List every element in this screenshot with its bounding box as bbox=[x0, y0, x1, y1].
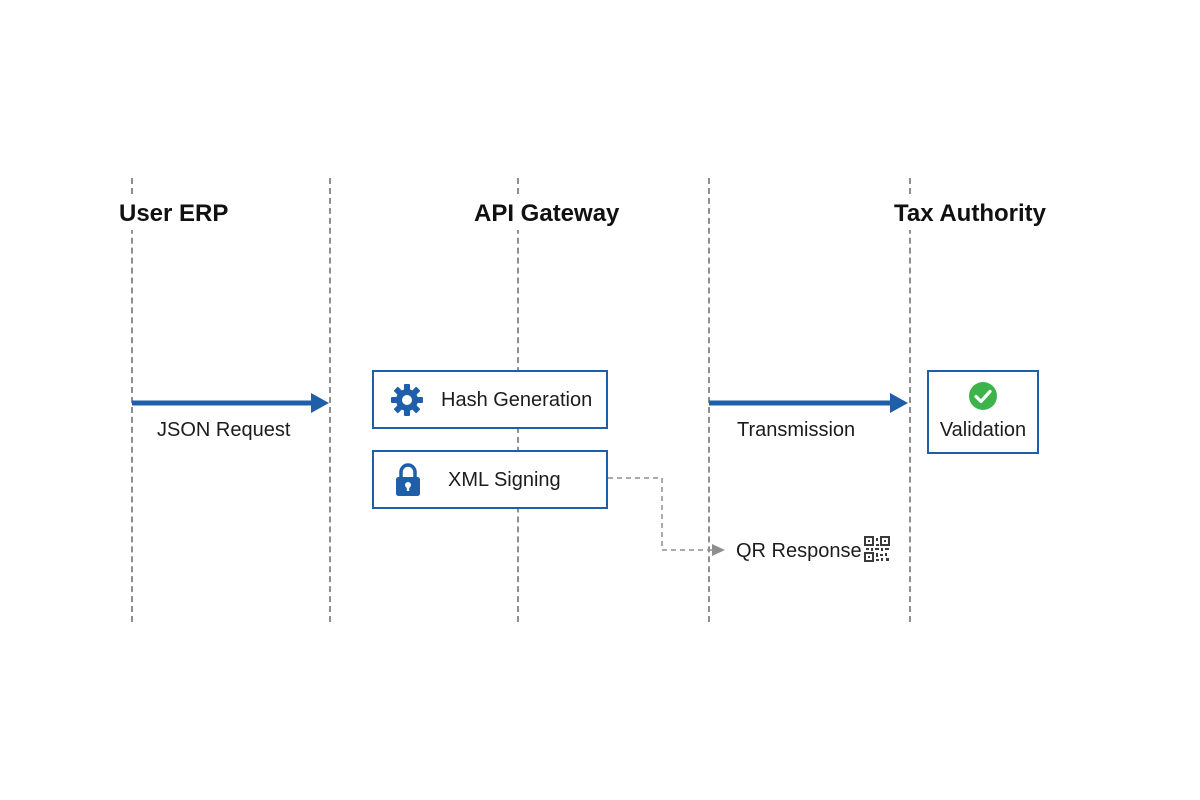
gear-icon bbox=[390, 383, 424, 417]
lane-divider bbox=[708, 178, 710, 622]
lane-title-api-gateway: API Gateway bbox=[472, 198, 622, 230]
qr-code-icon bbox=[864, 536, 890, 562]
json-request-arrowhead bbox=[311, 393, 329, 413]
qr-response-label: QR Response bbox=[736, 540, 862, 562]
check-circle-icon bbox=[968, 381, 998, 411]
lane-divider bbox=[909, 178, 911, 622]
lane-title-tax-authority: Tax Authority bbox=[892, 198, 1049, 230]
transmission-arrowhead bbox=[890, 393, 908, 413]
validation-step: Validation bbox=[927, 370, 1039, 454]
transmission-label: Transmission bbox=[737, 419, 856, 441]
hash-generation-step: Hash Generation bbox=[372, 370, 608, 429]
qr-response-connector bbox=[608, 477, 714, 551]
json-request-label: JSON Request bbox=[157, 419, 291, 441]
lock-icon bbox=[394, 462, 422, 498]
hash-generation-label: Hash Generation bbox=[441, 388, 593, 411]
lane-divider bbox=[131, 178, 133, 622]
validation-label: Validation bbox=[939, 419, 1027, 441]
lane-title-user-erp: User ERP bbox=[117, 198, 231, 230]
lane-divider bbox=[329, 178, 331, 622]
xml-signing-label: XML Signing bbox=[448, 468, 561, 491]
qr-response-arrowhead bbox=[712, 544, 725, 556]
xml-signing-step: XML Signing bbox=[372, 450, 608, 509]
